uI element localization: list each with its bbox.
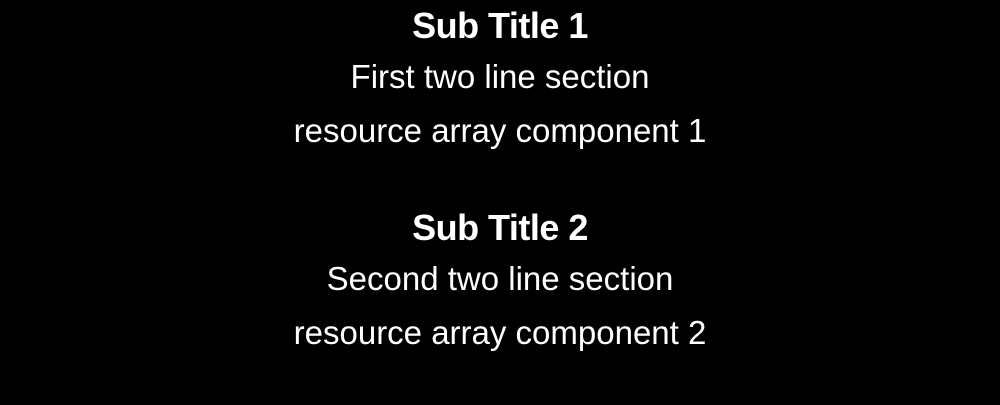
section-1-line-1: First two line section (350, 58, 650, 95)
section-1: Sub Title 1 First two line section resou… (0, 4, 1000, 158)
section-2-line-1: Second two line section (326, 260, 674, 297)
section-2: Sub Title 2 Second two line section reso… (0, 206, 1000, 360)
section-2-sub-title: Sub Title 2 (412, 207, 588, 248)
section-1-sub-title: Sub Title 1 (412, 5, 588, 46)
section-2-line-2: resource array component 2 (293, 314, 707, 351)
section-1-line-2: resource array component 1 (293, 112, 707, 149)
